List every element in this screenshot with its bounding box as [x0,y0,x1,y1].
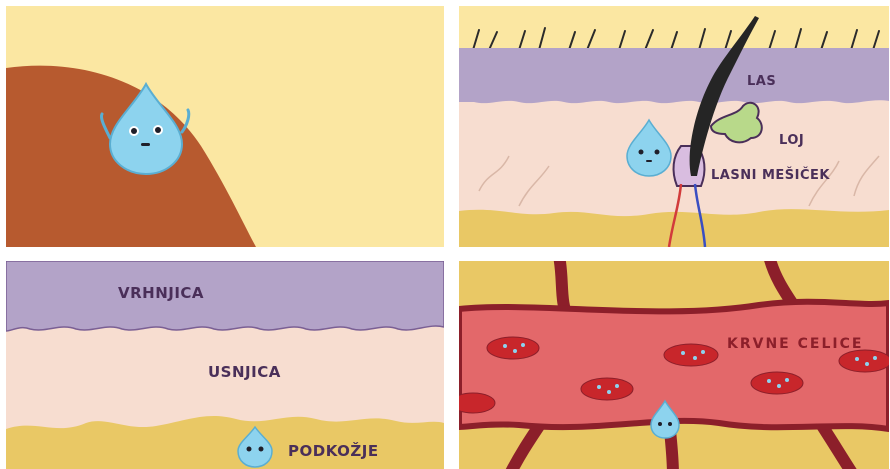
panel-skin-layers: VRHNJICA USNJICA PODKOŽJE [6,261,444,469]
hair-follicle-label: LASNI MEŠIČEK [711,168,830,183]
panel-hair-follicle: LAS LOJ LASNI MEŠIČEK [459,6,889,247]
epidermis-label: VRHNJICA [118,284,204,302]
panel-droplet-on-skin [6,6,444,247]
panel-blood-vessel: KRVNE CELICE [459,261,889,469]
hair-label: LAS [747,74,776,89]
dermis-label: USNJICA [208,363,281,381]
sebum-label: LOJ [779,133,804,148]
hypodermis-label: PODKOŽJE [288,442,379,460]
blood-cells-label: KRVNE CELICE [727,336,863,352]
